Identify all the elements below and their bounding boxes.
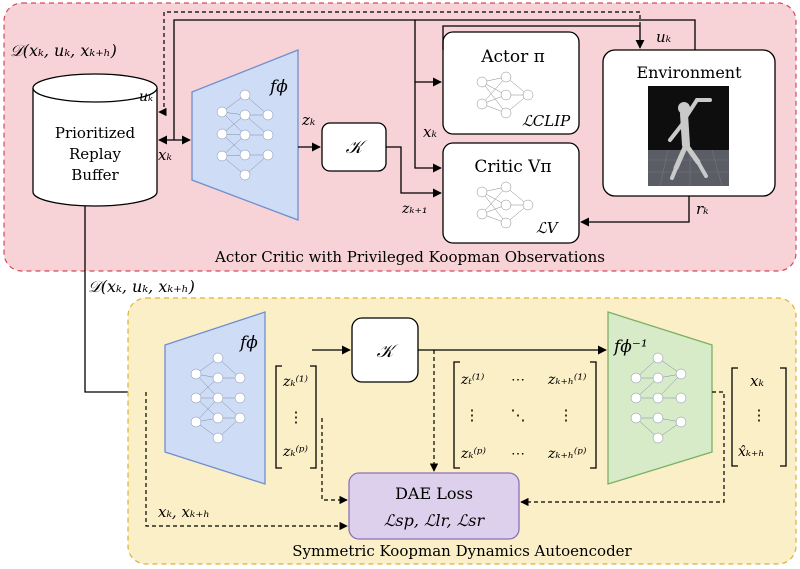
label-uk-top: uₖ [656,28,672,46]
output-vec-bottom: x̂ₖ₊ₕ [738,444,764,460]
decoder-label: fϕ⁻¹ [612,337,648,357]
uk-dashed-arrow [158,11,641,117]
label-rk: rₖ [696,200,709,218]
matrix-r2c1: ⋮ [465,406,480,424]
label-xk-left: xₖ [158,146,172,164]
humanoid-figure [668,98,712,180]
buffer-label-3: Buffer [71,166,119,184]
matrix-r2c3: ⋮ [559,406,574,424]
dae-loss-terms: ℒsp, ℒlr, ℒsr [384,511,486,530]
critic-title: Critic Vπ [474,157,551,177]
top-arrows [158,19,696,227]
actor-title: Actor π [480,47,545,67]
dae-input-label: xₖ, xₖ₊ₕ [158,503,210,521]
matrix-r1c1: zₜ⁽¹⁾ [460,372,485,388]
encoder-bottom-label: fϕ [238,333,258,353]
actor-loss: ℒCLIP [522,112,571,130]
matrix-r3c3: zₖ₊ₕ⁽ᵖ⁾ [547,446,587,462]
encoder-top: fϕ [191,49,299,221]
decoder-network [630,352,687,444]
matrix-r3c2: ⋯ [511,446,525,462]
buffer-label-1: Prioritized [55,124,136,142]
buffer-dataset-label: 𝒟(xₖ, uₖ, xₖ₊ₕ) [10,41,117,60]
top-panel [3,2,797,272]
actor-network [476,71,534,119]
encoder-bottom-network [190,352,246,444]
koopman-top-label: 𝒦 [346,137,368,158]
actor-box: Actor π ℒCLIP [442,31,580,135]
latent-vec-bottom: zₖ⁽ᵖ⁾ [282,444,309,460]
replay-buffer: Prioritized Replay Buffer [32,73,158,207]
critic-loss: ℒV [536,219,560,237]
latent-vec-dots: ⋮ [289,408,304,426]
environment-box: Environment [602,49,776,197]
dae-loss-title: DAE Loss [395,484,473,503]
label-uk-left: uₖ [139,89,153,105]
matrix-r3c1: zₖ⁽ᵖ⁾ [460,446,487,462]
critic-network [476,181,534,229]
output-vector: xₖ ⋮ x̂ₖ₊ₕ [731,367,787,467]
between-dataset-label: 𝒟(xₖ, uₖ, xₖ₊ₕ) [88,277,195,296]
latent-vec-top: zₖ⁽¹⁾ [282,374,309,390]
environment-title: Environment [636,63,742,82]
output-vec-dots: ⋮ [752,406,767,424]
matrix-r2c2: ⋱ [511,406,526,424]
encoder-top-label: fϕ [268,77,288,97]
matrix-r1c3: zₖ₊ₕ⁽¹⁾ [547,372,587,388]
output-vec-top: xₖ [750,372,764,390]
latent-matrix: zₜ⁽¹⁾ ⋯ zₖ₊ₕ⁽¹⁾ ⋮ ⋱ ⋮ zₖ⁽ᵖ⁾ ⋯ zₖ₊ₕ⁽ᵖ⁾ [453,361,597,469]
bottom-dashed-arrows [145,350,725,531]
decoder: fϕ⁻¹ [607,311,713,485]
environment-render [648,86,729,187]
label-zk1: zₖ₊₁ [401,201,427,217]
buffer-label-2: Replay [69,145,122,163]
latent-vector: zₖ⁽¹⁾ ⋮ zₖ⁽ᵖ⁾ [275,365,317,469]
koopman-bottom-label: 𝒦 [377,341,399,362]
label-zk: zₖ [301,111,316,129]
top-panel-caption: Actor Critic with Privileged Koopman Obs… [214,248,605,266]
bottom-panel-caption: Symmetric Koopman Dynamics Autoencoder [292,542,632,560]
matrix-r1c2: ⋯ [511,372,525,388]
critic-box: Critic Vπ ℒV [442,142,580,244]
dae-loss-box: DAE Loss ℒsp, ℒlr, ℒsr [348,472,520,540]
label-xk-mid: xₖ [423,123,437,141]
encoder-bottom: fϕ [164,311,266,485]
encoder-top-network [216,89,274,181]
